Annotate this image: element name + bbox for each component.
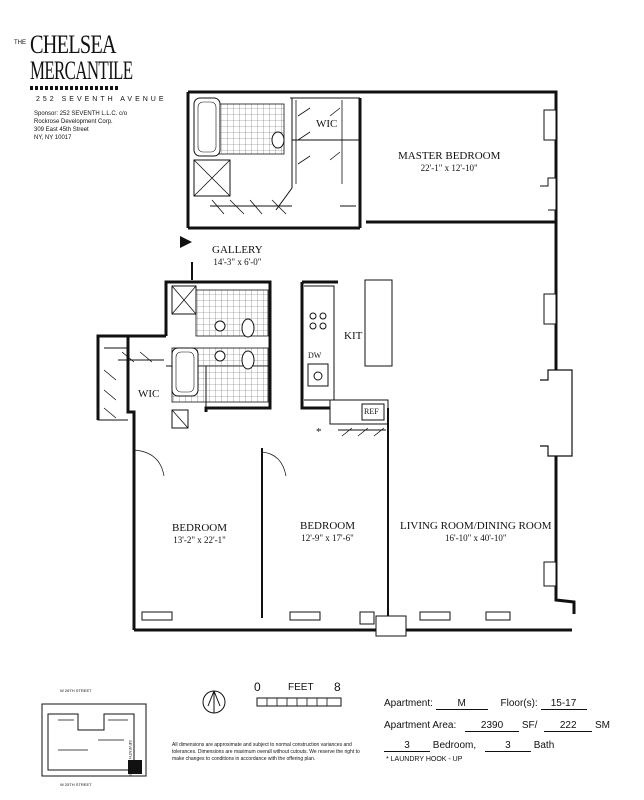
keyplan-bottom-street: W 25TH STREET bbox=[60, 782, 92, 787]
keyplan-top-street: W 26TH STREET bbox=[60, 688, 92, 693]
dishwasher-label: DW bbox=[308, 351, 322, 360]
living-room-label: LIVING ROOM/DINING ROOM 16'-10" x 40'-10… bbox=[400, 520, 552, 544]
area-label: Apartment Area: bbox=[384, 720, 457, 731]
master-bedroom-label: MASTER BEDROOM 22'-1" x 12'-10" bbox=[398, 150, 500, 174]
scale-eight: 8 bbox=[334, 680, 341, 694]
bedrooms-label: Bedroom, bbox=[432, 740, 477, 751]
disclaimer: All dimensions are approximate and subje… bbox=[172, 742, 360, 762]
gallery-name: GALLERY bbox=[212, 244, 263, 256]
baths-value: 3 bbox=[484, 740, 531, 752]
area-sf-unit: SF/ bbox=[521, 720, 538, 731]
bedrooms-value: 3 bbox=[384, 740, 430, 752]
sponsor-line: NY, NY 10017 bbox=[34, 135, 72, 141]
sponsor-line: Sponsor: 252 SEVENTH L.L.C. c/o bbox=[34, 111, 128, 117]
bed-bath-row: 3 Bedroom, 3 Bath bbox=[384, 740, 554, 752]
brand-name-line2: MERCANTILE bbox=[30, 56, 133, 85]
sponsor-line: Rockrose Development Corp. bbox=[34, 119, 113, 125]
north-arrow-icon bbox=[202, 690, 226, 714]
bedroom-1-dims: 13'-2" x 22'-1" bbox=[173, 535, 226, 545]
master-bedroom-dims: 22'-1" x 12'-10" bbox=[420, 163, 478, 173]
apartment-row: Apartment: M Floor(s): 15-17 bbox=[384, 698, 587, 710]
wic-top-label: WIC bbox=[316, 118, 338, 130]
bedroom-2-label: BEDROOM 12'-9" x 17'-6" bbox=[300, 520, 355, 544]
wic-left-label: WIC bbox=[138, 388, 160, 400]
gallery-label: GALLERY 14'-3" x 6'-0" bbox=[212, 244, 263, 268]
area-sm-unit: SM bbox=[594, 720, 610, 731]
brand-address: 252 SEVENTH AVENUE bbox=[36, 96, 167, 103]
scale-bar bbox=[256, 697, 342, 707]
bedroom-2-name: BEDROOM bbox=[300, 520, 356, 532]
area-sf-value: 2390 bbox=[465, 720, 520, 732]
kitchen-label: KIT bbox=[344, 330, 363, 342]
area-row: Apartment Area: 2390 SF/ 222 SM bbox=[384, 720, 610, 732]
floors-label: Floor(s): bbox=[500, 698, 538, 709]
scale-zero: 0 bbox=[254, 680, 261, 694]
brand-name-line1: CHELSEA bbox=[30, 30, 117, 59]
brand-divider bbox=[30, 86, 120, 90]
master-bedroom-name: MASTER BEDROOM bbox=[398, 150, 501, 162]
bedroom-1-label: BEDROOM 13'-2" x 22'-1" bbox=[172, 522, 227, 546]
gallery-dims: 14'-3" x 6'-0" bbox=[213, 257, 262, 267]
scale-unit: FEET bbox=[288, 682, 314, 693]
apartment-label: Apartment: bbox=[384, 698, 433, 709]
brand-the: THE bbox=[14, 40, 26, 46]
bedroom-2-dims: 12'-9" x 17'-6" bbox=[301, 533, 354, 543]
laundry-asterisk: * bbox=[316, 426, 322, 438]
laundry-note: * LAUNDRY HOOK - UP bbox=[386, 756, 463, 763]
refrigerator-label: REF bbox=[364, 407, 379, 416]
baths-label: Bath bbox=[533, 740, 555, 751]
keyplan-side-avenue: SEVENTH AVENUE bbox=[128, 740, 133, 776]
area-sm-value: 222 bbox=[544, 720, 593, 732]
sponsor-info: Sponsor: 252 SEVENTH L.L.C. c/o Rockrose… bbox=[34, 110, 127, 142]
sponsor-line: 309 East 45th Street bbox=[34, 127, 89, 133]
floors-value: 15-17 bbox=[540, 698, 587, 710]
apartment-value: M bbox=[435, 698, 488, 710]
key-plan bbox=[41, 703, 147, 777]
living-room-dims: 16'-10" x 40'-10" bbox=[444, 533, 507, 543]
bedroom-1-name: BEDROOM bbox=[172, 522, 228, 534]
living-room-name: LIVING ROOM/DINING ROOM bbox=[400, 520, 552, 532]
